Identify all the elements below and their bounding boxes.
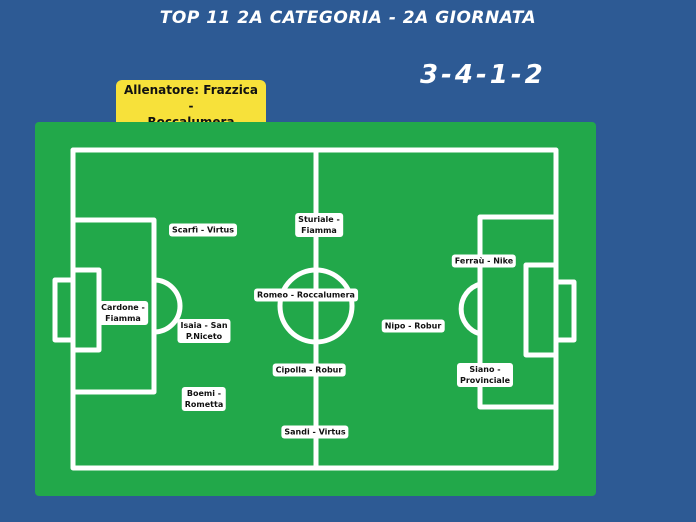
player-club: Provinciale (459, 376, 511, 385)
player-club: Fiamma (105, 314, 141, 323)
player-defender-1: Scarfì - Virtus (169, 223, 237, 237)
left-goal-area (70, 267, 102, 353)
player-goalkeeper: Cardone - Fiamma (98, 301, 148, 325)
player-striker-1: Ferraù - Nike (451, 254, 517, 268)
player-midfielder-3: Cipolla - Robur (272, 363, 346, 377)
right-goal (553, 279, 577, 343)
player-name: Cipolla - Robur (275, 365, 343, 375)
coach-line-1: Allenatore: Frazzica - (123, 83, 259, 113)
player-name: Boemi - (186, 389, 222, 398)
player-midfielder-4: Sandi - Virtus (281, 425, 349, 439)
player-defender-2: Isaia - San P.Niceto (177, 319, 231, 343)
player-name: Ferraù - Nike (454, 256, 514, 266)
left-penalty-arc (151, 277, 183, 335)
page-title: TOP 11 2A CATEGORIA - 2A GIORNATA (159, 8, 537, 28)
left-goal (52, 277, 76, 343)
player-name: Romeo - Roccalumera (257, 290, 355, 300)
player-name: Scarfì - Virtus (172, 225, 234, 235)
player-name: Sandi - Virtus (284, 427, 346, 437)
player-club: P.Niceto (185, 332, 223, 341)
player-defender-3: Boemi - Rometta (181, 387, 227, 411)
player-club: Fiamma (301, 226, 337, 235)
player-attacking-midfielder: Nipo - Robur (381, 319, 445, 333)
player-striker-2: Siano - Provinciale (456, 363, 514, 387)
right-goal-area (523, 262, 559, 358)
player-name: Cardone - (101, 303, 145, 312)
formation-label: 3-4-1-2 (420, 60, 546, 90)
player-name: Siano - (469, 365, 501, 374)
football-pitch: Cardone - Fiamma Scarfì - Virtus Isaia -… (35, 122, 596, 496)
player-midfielder-2: Romeo - Roccalumera (254, 288, 358, 302)
player-midfielder-1: Sturiale - Fiamma (295, 213, 343, 237)
center-circle (277, 267, 355, 345)
right-penalty-arc (458, 281, 483, 337)
pitch-lines (52, 147, 577, 471)
player-name: Sturiale - (298, 215, 340, 224)
player-name: Isaia - San (180, 321, 228, 330)
player-club: Rometta (184, 400, 224, 409)
player-name: Nipo - Robur (384, 321, 442, 331)
